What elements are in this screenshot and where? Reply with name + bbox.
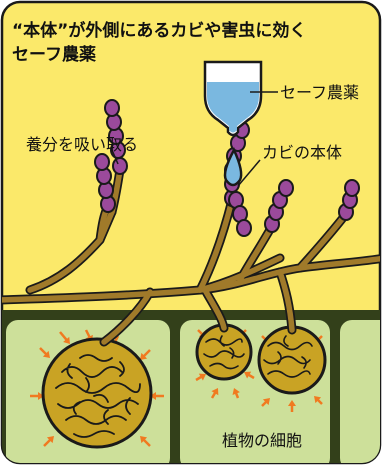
- spore: [105, 100, 119, 116]
- haustorium-small-2: [259, 327, 325, 393]
- spore: [345, 180, 359, 196]
- diagram-title-line2: セーフ農薬: [12, 44, 96, 65]
- label-pesticide: セーフ農薬: [280, 83, 359, 102]
- label-plant-cell: 植物の細胞: [222, 431, 302, 450]
- spore: [95, 154, 109, 170]
- diagram-title-line1: “本体”が外側にあるカビや害虫に効く: [12, 20, 306, 41]
- label-absorb-nutrients: 養分を吸い取る: [26, 135, 138, 154]
- spore: [237, 220, 251, 236]
- spore: [279, 180, 293, 196]
- haustorium-large: [43, 339, 151, 447]
- haustorium-small-1: [197, 325, 251, 379]
- plant-cell-right: [340, 320, 382, 465]
- spore: [113, 158, 127, 174]
- label-mold-body: カビの本体: [262, 143, 342, 162]
